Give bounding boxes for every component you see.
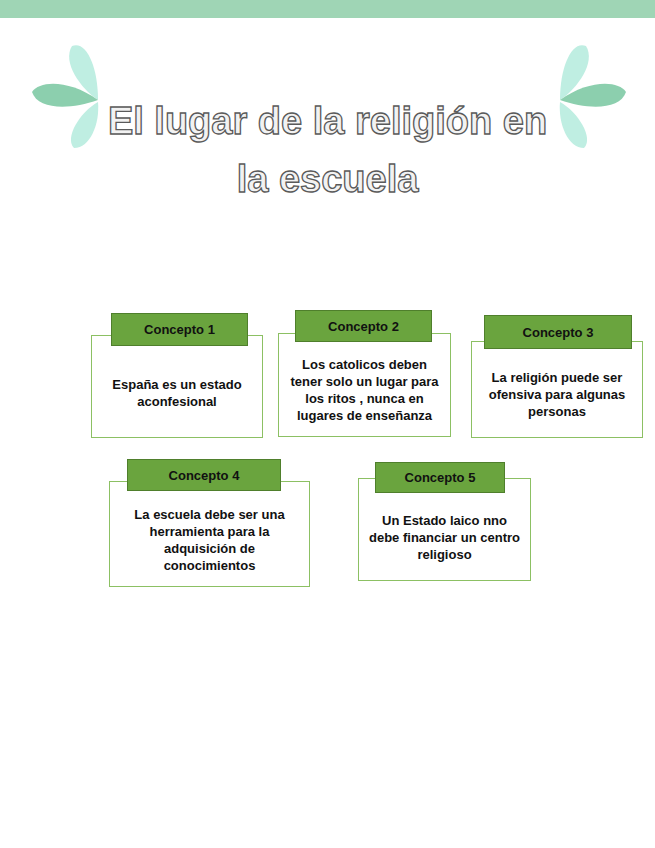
- concept-text: La escuela debe ser una herramienta para…: [118, 506, 301, 574]
- concept-heading: Concepto 3: [484, 315, 632, 349]
- concept-text: La religión puede ser ofensiva para algu…: [480, 369, 634, 420]
- concept-text: España es un estado aconfesional: [100, 376, 254, 410]
- leaf-ornament-left: [32, 45, 98, 148]
- concept-heading: Concepto 5: [375, 462, 505, 493]
- concept-box: Concepto 3La religión puede ser ofensiva…: [471, 341, 643, 438]
- page-title: El lugar de la religión en la escuela: [95, 92, 560, 208]
- concept-text: Un Estado laico nno debe financiar un ce…: [367, 512, 522, 563]
- concept-text: Los catolicos deben tener solo un lugar …: [287, 356, 442, 424]
- concept-box: Concepto 5Un Estado laico nno debe finan…: [358, 478, 531, 581]
- concept-heading: Concepto 2: [295, 310, 432, 342]
- concept-heading: Concepto 4: [127, 459, 281, 491]
- concept-box: Concepto 1España es un estado aconfesion…: [91, 335, 263, 438]
- leaf-ornament-right: [560, 45, 626, 148]
- concept-box: Concepto 2Los catolicos deben tener solo…: [278, 333, 451, 437]
- concept-heading: Concepto 1: [111, 313, 248, 346]
- top-bar: [0, 0, 655, 18]
- concept-box: Concepto 4La escuela debe ser una herram…: [109, 481, 310, 587]
